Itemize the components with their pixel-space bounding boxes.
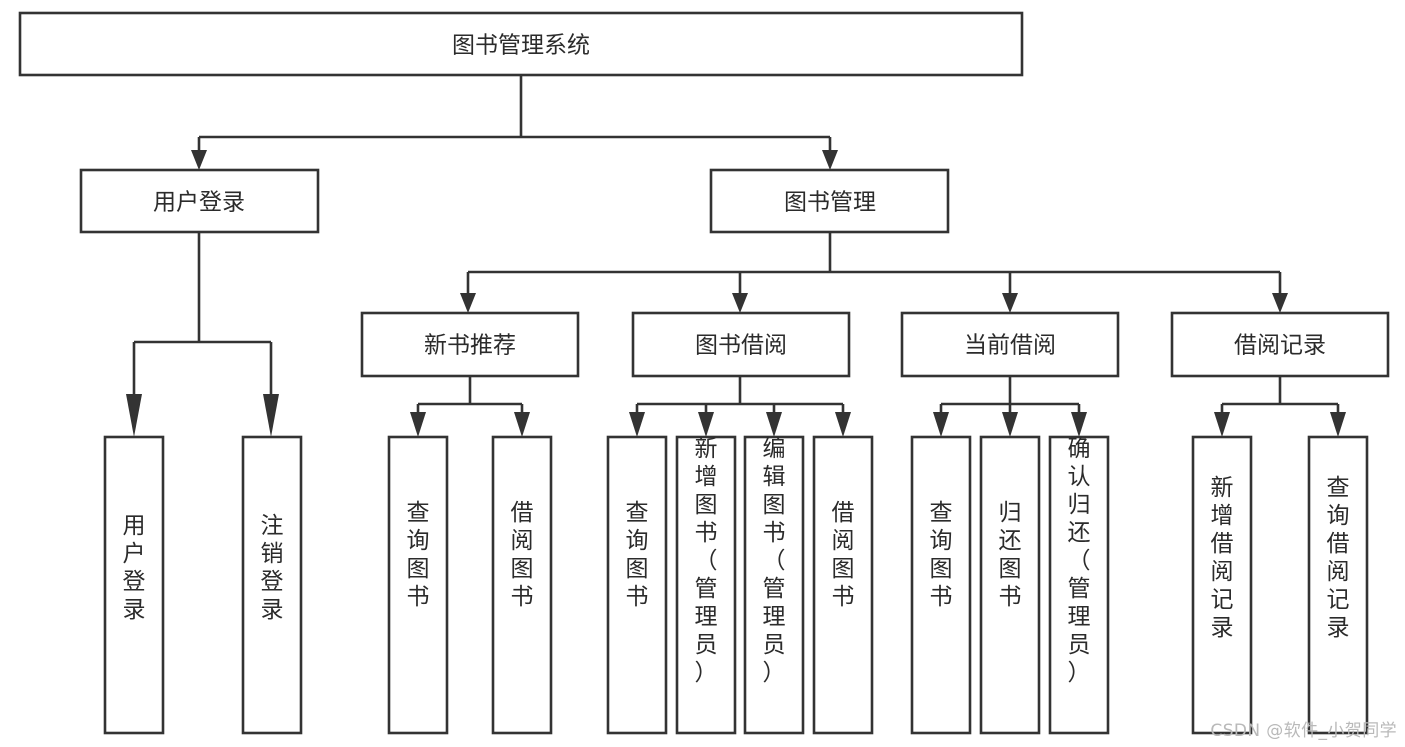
leaf-node-user-login-login-box[interactable] <box>103 435 165 735</box>
leaf-node-bookborrow-query-box[interactable] <box>606 435 668 735</box>
leaf-node-user-login-login-label: 用户登录 <box>123 513 146 623</box>
leaf-node-currentborrow-return-label: 归还图书 <box>999 500 1022 610</box>
leaf-node-bookborrow-add[interactable]: 新增图书（管理员） <box>675 435 737 735</box>
arrowhead-book-borrow <box>732 293 748 313</box>
connector-group-current-borrow <box>933 376 1087 437</box>
connector-group-borrow-record <box>1214 376 1346 437</box>
node-user-login-box[interactable] <box>79 168 320 234</box>
leaf-node-currentborrow-query-label: 查询图书 <box>930 500 953 610</box>
leaf-node-user-login-logout[interactable]: 注销登录 <box>241 435 303 735</box>
connector-group-book-borrow <box>629 376 851 437</box>
leaf-node-bookborrow-add-label: 新增图书（管理员） <box>695 436 718 686</box>
leaf-node-currentborrow-query-box[interactable] <box>910 435 972 735</box>
arrowhead-new-book-recommend <box>460 293 476 313</box>
arrowhead-currentborrow-return <box>1002 412 1018 437</box>
leaf-node-newbook-query[interactable]: 查询图书 <box>387 435 449 735</box>
connector-group-book-manage <box>460 232 1288 313</box>
node-user-login[interactable]: 用户登录 <box>79 168 320 234</box>
connector-group-user-login <box>126 232 279 437</box>
node-book-borrow-label: 图书借阅 <box>695 333 787 359</box>
connector-group-new-book <box>410 376 530 437</box>
arrowhead-borrowrecord-query <box>1330 412 1346 437</box>
node-borrow-record[interactable]: 借阅记录 <box>1170 311 1390 378</box>
leaf-node-currentborrow-confirm-box[interactable] <box>1048 435 1110 735</box>
leaf-node-borrowrecord-query-box[interactable] <box>1307 435 1369 735</box>
leaf-node-bookborrow-query[interactable]: 查询图书 <box>606 435 668 735</box>
node-new-book-recommend-label: 新书推荐 <box>424 333 516 359</box>
leaf-node-bookborrow-borrow[interactable]: 借阅图书 <box>812 435 874 735</box>
node-root-system[interactable]: 图书管理系统 <box>18 11 1024 77</box>
leaf-node-currentborrow-return[interactable]: 归还图书 <box>979 435 1041 735</box>
leaf-node-bookborrow-add-box[interactable] <box>675 435 737 735</box>
node-book-manage[interactable]: 图书管理 <box>709 168 950 234</box>
node-user-login-label: 用户登录 <box>153 190 245 216</box>
leaf-node-borrowrecord-add-box[interactable] <box>1191 435 1253 735</box>
leaf-node-currentborrow-confirm[interactable]: 确认归还（管理员） <box>1048 435 1110 735</box>
arrowhead-bookborrow-edit <box>766 412 782 437</box>
arrowhead-leaf-user-login <box>126 394 142 437</box>
node-book-manage-label: 图书管理 <box>784 190 876 216</box>
leaf-node-newbook-borrow-box[interactable] <box>491 435 553 735</box>
leaf-node-currentborrow-query[interactable]: 查询图书 <box>910 435 972 735</box>
leaf-node-borrowrecord-query[interactable]: 查询借阅记录 <box>1307 435 1369 735</box>
arrowhead-current-borrow <box>1002 293 1018 313</box>
leaf-node-newbook-query-box[interactable] <box>387 435 449 735</box>
node-root-system-box[interactable] <box>18 11 1024 77</box>
leaf-node-user-login-logout-label: 注销登录 <box>261 513 284 623</box>
leaf-node-bookborrow-edit[interactable]: 编辑图书（管理员） <box>743 435 805 735</box>
arrowhead-user-login <box>191 150 207 170</box>
node-new-book-recommend-box[interactable] <box>360 311 580 378</box>
node-book-manage-box[interactable] <box>709 168 950 234</box>
leaf-node-newbook-borrow[interactable]: 借阅图书 <box>491 435 553 735</box>
node-borrow-record-box[interactable] <box>1170 311 1390 378</box>
leaf-node-user-login-login[interactable]: 用户登录 <box>103 435 165 735</box>
leaf-node-bookborrow-query-label: 查询图书 <box>626 500 649 610</box>
node-new-book-recommend[interactable]: 新书推荐 <box>360 311 580 378</box>
arrowhead-leaf-logout <box>263 394 279 437</box>
leaf-node-bookborrow-edit-box[interactable] <box>743 435 805 735</box>
leaf-node-currentborrow-confirm-label: 确认归还（管理员） <box>1068 436 1091 686</box>
leaf-node-user-login-logout-box[interactable] <box>241 435 303 735</box>
arrowhead-bookborrow-add <box>698 412 714 437</box>
node-borrow-record-label: 借阅记录 <box>1234 333 1326 359</box>
node-current-borrow[interactable]: 当前借阅 <box>900 311 1120 378</box>
leaf-node-bookborrow-edit-label: 编辑图书（管理员） <box>763 436 786 686</box>
arrowhead-bookborrow-borrow <box>835 412 851 437</box>
leaf-node-borrowrecord-add-label: 新增借阅记录 <box>1211 475 1234 641</box>
leaf-node-borrowrecord-add[interactable]: 新增借阅记录 <box>1191 435 1253 735</box>
leaf-node-newbook-query-label: 查询图书 <box>407 500 430 610</box>
node-book-borrow-box[interactable] <box>631 311 851 378</box>
leaf-node-newbook-borrow-label: 借阅图书 <box>511 500 534 610</box>
leaf-node-bookborrow-borrow-box[interactable] <box>812 435 874 735</box>
connector-group-root <box>191 75 838 170</box>
node-root-system-label: 图书管理系统 <box>452 33 590 59</box>
arrowhead-currentborrow-query <box>933 412 949 437</box>
leaf-node-currentborrow-return-box[interactable] <box>979 435 1041 735</box>
arrowhead-borrow-record <box>1272 293 1288 313</box>
arrowhead-bookborrow-query <box>629 412 645 437</box>
leaf-node-bookborrow-borrow-label: 借阅图书 <box>832 500 855 610</box>
leaf-node-borrowrecord-query-label: 查询借阅记录 <box>1327 475 1350 641</box>
arrowhead-newbook-query <box>410 412 426 437</box>
arrowhead-borrowrecord-add <box>1214 412 1230 437</box>
node-book-borrow[interactable]: 图书借阅 <box>631 311 851 378</box>
arrowhead-book-manage <box>822 150 838 170</box>
csdn-watermark: CSDN @软件_小贺同学 <box>1210 721 1397 741</box>
arrowhead-currentborrow-confirm <box>1071 412 1087 437</box>
node-current-borrow-box[interactable] <box>900 311 1120 378</box>
arrowhead-newbook-borrow <box>514 412 530 437</box>
node-current-borrow-label: 当前借阅 <box>964 333 1056 359</box>
